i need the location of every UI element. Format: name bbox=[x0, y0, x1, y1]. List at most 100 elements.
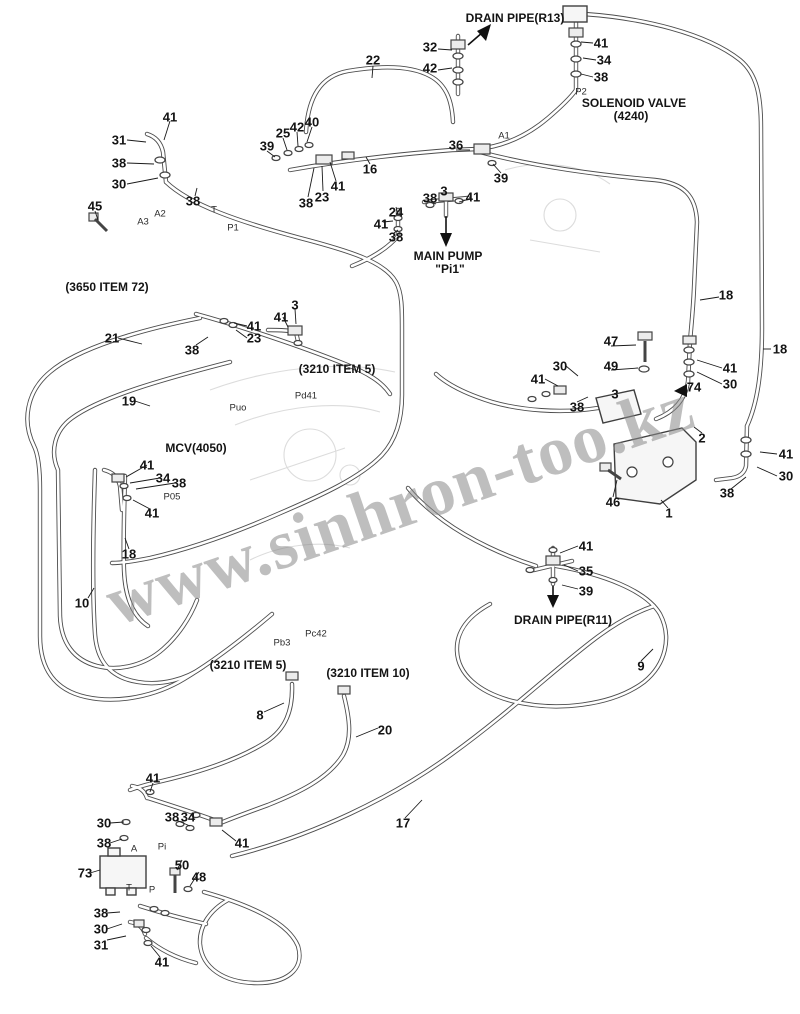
part-number-label: 30 bbox=[778, 468, 794, 484]
part-number-label: 73 bbox=[77, 865, 93, 881]
port-label: Pd41 bbox=[294, 390, 318, 402]
diagram-caption: (3210 ITEM 10) bbox=[326, 666, 410, 680]
part-number-label: 41 bbox=[246, 318, 262, 334]
port-label: P bbox=[148, 884, 156, 896]
port-label: Pi bbox=[157, 841, 167, 853]
part-number-label: 41 bbox=[154, 954, 170, 970]
part-number-label: 38 bbox=[96, 835, 112, 851]
part-number-label: 38 bbox=[422, 190, 438, 206]
part-number-label: 41 bbox=[273, 309, 289, 325]
port-label: A2 bbox=[154, 208, 166, 220]
part-number-label: 41 bbox=[578, 538, 594, 554]
part-number-label: 34 bbox=[180, 809, 196, 825]
part-number-label: 25 bbox=[275, 125, 291, 141]
component-bodies bbox=[99, 5, 697, 896]
part-number-label: 38 bbox=[593, 69, 609, 85]
part-number-label: 41 bbox=[330, 178, 346, 194]
part-number-label: 38 bbox=[111, 155, 127, 171]
diagram-caption: (3650 ITEM 72) bbox=[65, 280, 149, 294]
part-number-label: 41 bbox=[530, 371, 546, 387]
part-number-label: 41 bbox=[145, 770, 161, 786]
part-number-label: 10 bbox=[74, 595, 90, 611]
part-number-label: 41 bbox=[778, 446, 794, 462]
part-number-label: 20 bbox=[377, 722, 393, 738]
part-number-label: 22 bbox=[365, 52, 381, 68]
part-number-label: 41 bbox=[162, 109, 178, 125]
ghost-machine-artwork bbox=[209, 163, 611, 561]
part-number-label: 38 bbox=[569, 399, 585, 415]
part-number-label: 48 bbox=[191, 869, 207, 885]
part-number-label: 24 bbox=[388, 204, 404, 220]
part-number-label: 50 bbox=[174, 857, 190, 873]
part-number-label: 34 bbox=[596, 52, 612, 68]
part-number-label: 36 bbox=[448, 137, 464, 153]
part-number-label: 34 bbox=[155, 470, 171, 486]
port-label: Pc42 bbox=[305, 628, 327, 640]
port-label: Pb3 bbox=[273, 637, 291, 649]
part-number-label: 35 bbox=[578, 563, 594, 579]
part-number-label: 3 bbox=[291, 297, 299, 313]
port-label: A bbox=[130, 843, 138, 855]
part-number-label: 30 bbox=[96, 815, 112, 831]
part-number-label: 31 bbox=[93, 937, 109, 953]
part-number-label: 30 bbox=[552, 358, 568, 374]
block-73-body bbox=[99, 855, 147, 889]
diagram-caption: DRAIN PIPE(R13) bbox=[465, 11, 565, 25]
part-number-label: 41 bbox=[722, 360, 738, 376]
part-number-label: 41 bbox=[465, 189, 481, 205]
diagram-caption: DRAIN PIPE(R11) bbox=[513, 613, 613, 627]
part-number-label: 38 bbox=[164, 809, 180, 825]
part-number-label: 32 bbox=[422, 39, 438, 55]
part-number-label: 47 bbox=[603, 333, 619, 349]
part-number-label: 31 bbox=[111, 132, 127, 148]
part-number-label: 23 bbox=[246, 330, 262, 346]
part-number-label: 41 bbox=[144, 505, 160, 521]
part-number-label: 2 bbox=[698, 430, 706, 446]
part-number-label: 8 bbox=[256, 707, 264, 723]
port-label: A3 bbox=[137, 216, 149, 228]
item-74-arrow bbox=[674, 384, 687, 397]
part-number-label: 38 bbox=[388, 229, 404, 245]
port-label: P05 bbox=[163, 491, 181, 503]
part-number-label: 41 bbox=[234, 835, 250, 851]
part-number-label: 3 bbox=[440, 183, 448, 199]
port-label: T bbox=[211, 204, 217, 216]
part-number-label: 30 bbox=[722, 376, 738, 392]
diagram-caption: SOLENOID VALVE bbox=[581, 96, 687, 110]
part-number-label: 38 bbox=[184, 342, 200, 358]
diagram-caption: MCV(4050) bbox=[165, 441, 227, 455]
part-number-label: 21 bbox=[104, 330, 120, 346]
part-number-label: 38 bbox=[93, 905, 109, 921]
part-number-label: 41 bbox=[139, 457, 155, 473]
part-number-label: 40 bbox=[304, 114, 320, 130]
part-number-label: 1 bbox=[665, 505, 673, 521]
part-number-label: 17 bbox=[395, 815, 411, 831]
part-number-label: 39 bbox=[259, 138, 275, 154]
part-number-label: 18 bbox=[121, 546, 137, 562]
part-number-label: 45 bbox=[87, 198, 103, 214]
valve-block-body bbox=[595, 389, 642, 424]
diagram-caption: (4240) bbox=[613, 109, 649, 123]
fitting-artwork bbox=[88, 27, 752, 947]
part-number-label: 49 bbox=[603, 358, 619, 374]
part-number-label: 30 bbox=[111, 176, 127, 192]
diagram-caption: MAIN PUMP bbox=[413, 249, 483, 263]
part-number-label: 38 bbox=[171, 475, 187, 491]
mounting-bracket-body bbox=[613, 427, 697, 505]
part-number-label: 30 bbox=[93, 921, 109, 937]
port-label: Puo bbox=[229, 402, 247, 414]
part-number-label: 9 bbox=[637, 658, 645, 674]
diagram-caption: (3210 ITEM 5) bbox=[298, 362, 376, 376]
leader-lines bbox=[87, 41, 778, 958]
solenoid-valve-body bbox=[562, 5, 588, 23]
part-number-label: 46 bbox=[605, 494, 621, 510]
part-number-label: 38 bbox=[298, 195, 314, 211]
part-number-label: 74 bbox=[686, 379, 702, 395]
part-number-label: 42 bbox=[289, 119, 305, 135]
part-number-label: 23 bbox=[314, 189, 330, 205]
part-number-label: 38 bbox=[719, 485, 735, 501]
diagram-caption: "Pi1" bbox=[435, 262, 465, 276]
